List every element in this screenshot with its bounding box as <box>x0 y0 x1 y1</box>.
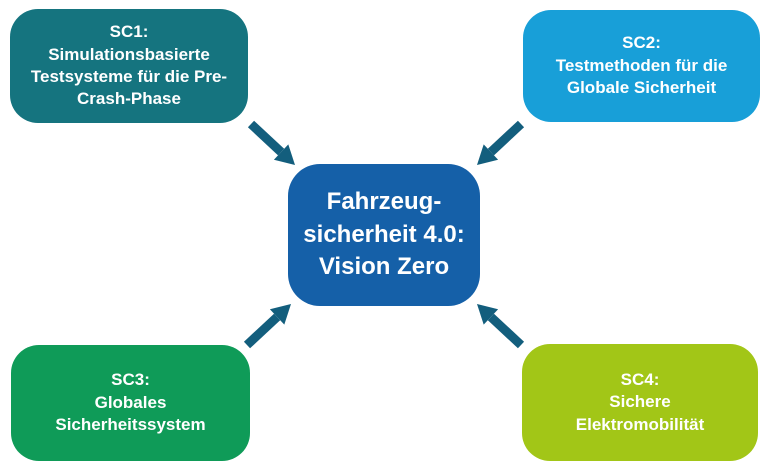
node-sc3: SC3: Globales Sicherheitssystem <box>11 345 250 461</box>
arrow-sc2-to-center <box>477 120 525 165</box>
arrow-head <box>269 304 291 325</box>
arrow-head <box>477 304 499 325</box>
node-center-label: Fahrzeug- sicherheit 4.0: Vision Zero <box>303 188 465 281</box>
node-sc4-label: SC4: Sichere Elektromobilität <box>575 369 705 434</box>
arrow-shaft <box>243 313 281 349</box>
arrow-head <box>273 144 295 165</box>
arrow-sc3-to-center <box>243 304 291 349</box>
arrow-shaft <box>487 313 525 349</box>
node-sc3-label: SC3: Globales Sicherheitssystem <box>55 370 206 435</box>
arrow-shaft <box>247 120 285 156</box>
node-center: Fahrzeug- sicherheit 4.0: Vision Zero <box>288 164 480 306</box>
node-sc2-label: SC2: Testmethoden für die Globale Sicher… <box>555 33 728 98</box>
arrow-head <box>477 144 499 165</box>
node-sc1-label: SC1: Simulationsbasierte Testsysteme für… <box>30 22 228 109</box>
node-sc4: SC4: Sichere Elektromobilität <box>522 344 758 461</box>
arrow-shaft <box>487 120 525 156</box>
arrow-sc1-to-center <box>247 120 295 165</box>
arrow-sc4-to-center <box>477 304 525 349</box>
node-sc1: SC1: Simulationsbasierte Testsysteme für… <box>10 9 248 123</box>
node-sc2: SC2: Testmethoden für die Globale Sicher… <box>523 10 760 122</box>
